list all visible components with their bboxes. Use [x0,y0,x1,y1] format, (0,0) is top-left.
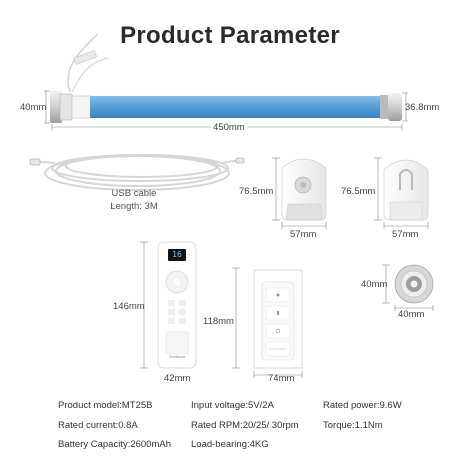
spec-rpm: Rated RPM:20/25/ 30rpm [191,420,299,431]
adapter-width: 40mm [398,309,425,320]
remote-control [157,241,197,369]
bracket-2-dimension-lines [374,157,429,229]
motor-antenna [67,33,109,93]
bracket-1-dimension-lines [272,157,327,229]
spec-power: Rated power:9.6W [323,400,402,411]
usb-cable-label: USB cable [111,188,157,199]
usb-plug-icon [29,158,41,166]
spec-model: Product model:MT25B [58,400,153,411]
spec-battery: Battery Capacity:2600mAh [58,439,172,450]
remote-width: 42mm [164,373,191,384]
bracket-2-height: 76.5mm [341,186,376,197]
tubular-motor [50,91,402,123]
wall-panel-dimension-lines [232,267,303,378]
spec-current: Rated current:0.8A [58,420,138,431]
usb-cable [37,154,237,191]
spec-load: Load-bearing:4KG [191,439,269,450]
usb-c-plug-icon [235,157,245,164]
remote-dimension-lines [140,241,148,369]
remote-height: 146mm [113,301,145,312]
bracket-2 [383,159,429,221]
page-title: Product Parameter [120,22,340,49]
motor-length-label: 450mm [211,122,247,133]
usb-cable-length: Length: 3M [110,201,158,212]
bracket-2-width: 57mm [392,229,419,240]
adapter-dimension-lines [382,264,434,311]
remote-display: 16 [172,250,182,259]
bracket-1-width: 57mm [290,229,317,240]
wall-panel-width: 74mm [268,373,295,384]
motor-right-diameter-label: 36.8mm [405,102,440,113]
spec-voltage: Input voltage:5V/2A [191,400,274,411]
wall-panel [253,269,303,369]
bracket-1-height: 76.5mm [239,186,274,197]
remote-brand: Zemismart [168,355,186,359]
wall-panel-height: 118mm [203,316,234,327]
motor-adapter [394,264,434,304]
adapter-height: 40mm [361,279,388,290]
motor-left-diameter-label: 40mm [20,102,47,113]
bracket-1 [281,158,327,221]
spec-torque: Torque:1.1Nm [323,420,383,431]
